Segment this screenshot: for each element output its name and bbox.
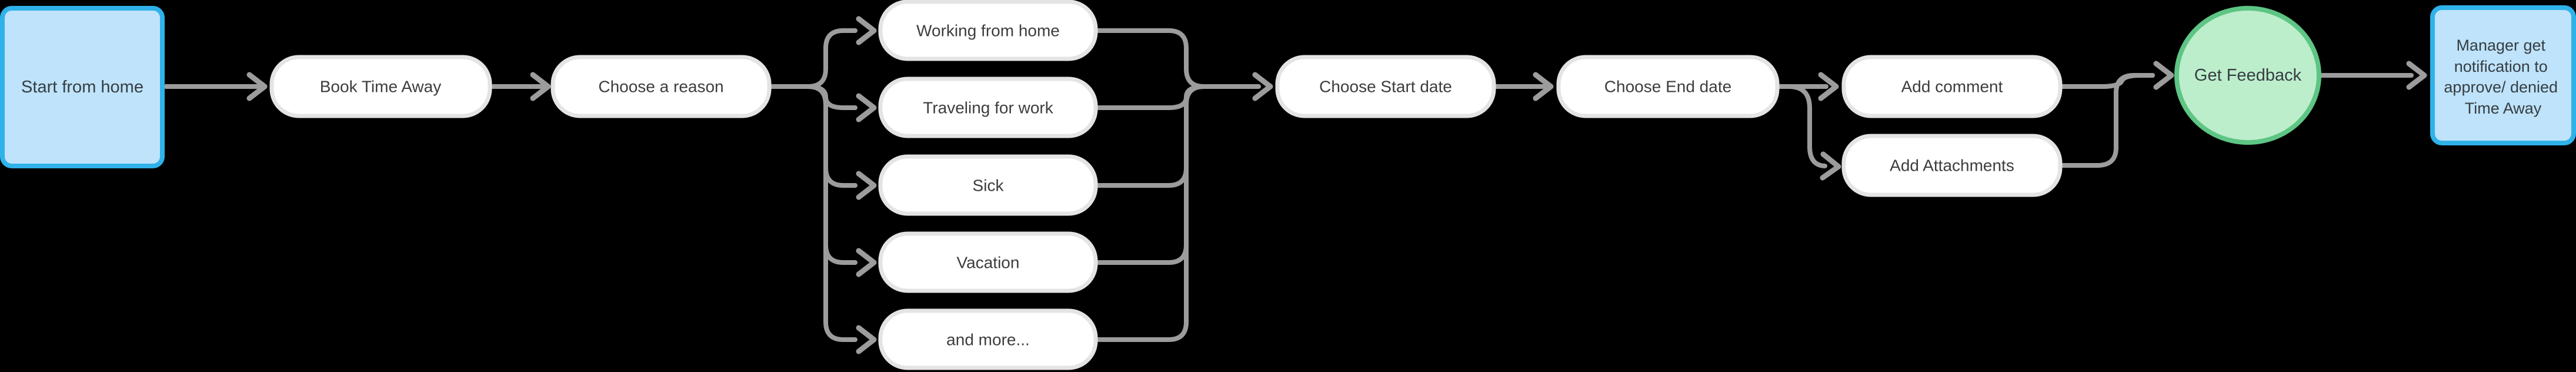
reason-traveling-shape[interactable] [878,77,1098,138]
manager-notification-shape[interactable] [2430,5,2576,145]
choose-start-date-shape[interactable] [1275,55,1496,118]
manager-line-3: approve/ denied [2444,78,2558,96]
manager-line-4: Time Away [2465,99,2542,117]
node-reason-working-from-home[interactable]: Working from home [878,0,1098,61]
node-add-attachments[interactable]: Add Attachments [1841,134,2063,197]
arrowhead-reason [530,72,551,101]
choose-start-date-label: Choose Start date [1319,78,1452,96]
arrowhead-more [856,325,877,354]
reason-traveling-label: Traveling for work [923,99,1053,117]
node-book-time-away[interactable]: Book Time Away [269,55,492,118]
connector-branch-working [806,28,857,89]
node-choose-reason[interactable]: Choose a reason [550,55,772,118]
arrowhead-feedback [2153,61,2174,90]
choose-end-date-shape[interactable] [1556,55,1780,118]
add-attachments-shape[interactable] [1841,134,2063,197]
arrowhead-comment [1818,72,1839,101]
manager-line-1: Manager get [2456,36,2545,54]
connector-branch-vacation [806,84,857,265]
book-time-away-shape[interactable] [269,55,492,118]
add-comment-label: Add comment [1901,78,2003,96]
connectors [163,16,2427,354]
start-label: Start from home [21,78,144,97]
node-reason-sick[interactable]: Sick [878,154,1098,216]
arrowhead-manager [2406,61,2427,90]
node-choose-start-date[interactable]: Choose Start date [1275,55,1496,118]
arrowhead-startdate [1252,72,1273,101]
reason-more-label: and more... [946,331,1030,349]
arrowhead-traveling [856,93,877,122]
reason-working-label: Working from home [916,22,1060,40]
arrowhead-sick [856,171,877,200]
connector-working-out [1093,28,1206,89]
connector-branch-more [806,84,857,342]
node-get-feedback[interactable]: Get Feedback [2174,6,2321,145]
get-feedback-shape[interactable] [2174,6,2321,145]
arrowhead-enddate [1533,72,1554,101]
add-comment-shape[interactable] [1841,55,2063,118]
manager-notification-label: Manager get notification to approve/ den… [2444,31,2562,117]
choose-reason-label: Choose a reason [598,78,723,96]
reason-more-shape[interactable] [878,308,1098,370]
book-time-away-label: Book Time Away [320,78,441,96]
arrowhead-working [856,16,877,45]
node-manager-notification[interactable]: Manager get notification to approve/ den… [2430,5,2576,145]
arrowhead-book [246,72,268,101]
node-start[interactable]: Start from home [0,6,165,168]
connector-branch-sick [806,84,857,188]
reason-sick-label: Sick [973,177,1005,195]
connector-more-out [1093,84,1206,342]
connector-attachments-to-feedback [2058,73,2155,168]
start-shape[interactable] [0,6,165,168]
arrowhead-vacation [856,248,877,277]
reason-vacation-label: Vacation [957,254,1020,272]
node-add-comment[interactable]: Add comment [1841,55,2063,118]
reason-working-shape[interactable] [878,0,1098,61]
node-reason-traveling-for-work[interactable]: Traveling for work [878,77,1098,138]
connector-enddate-to-attachments [1787,84,1827,168]
node-reason-and-more[interactable]: and more... [878,308,1098,370]
reason-vacation-shape[interactable] [878,231,1098,293]
choose-reason-shape[interactable] [550,55,772,118]
get-feedback-label: Get Feedback [2194,66,2302,85]
choose-end-date-label: Choose End date [1604,78,1731,96]
reason-sick-shape[interactable] [878,154,1098,216]
manager-line-2: notification to [2454,58,2548,75]
add-attachments-label: Add Attachments [1890,157,2014,175]
node-reason-vacation[interactable]: Vacation [878,231,1098,293]
arrowhead-attachments [1820,151,1841,181]
node-choose-end-date[interactable]: Choose End date [1556,55,1780,118]
